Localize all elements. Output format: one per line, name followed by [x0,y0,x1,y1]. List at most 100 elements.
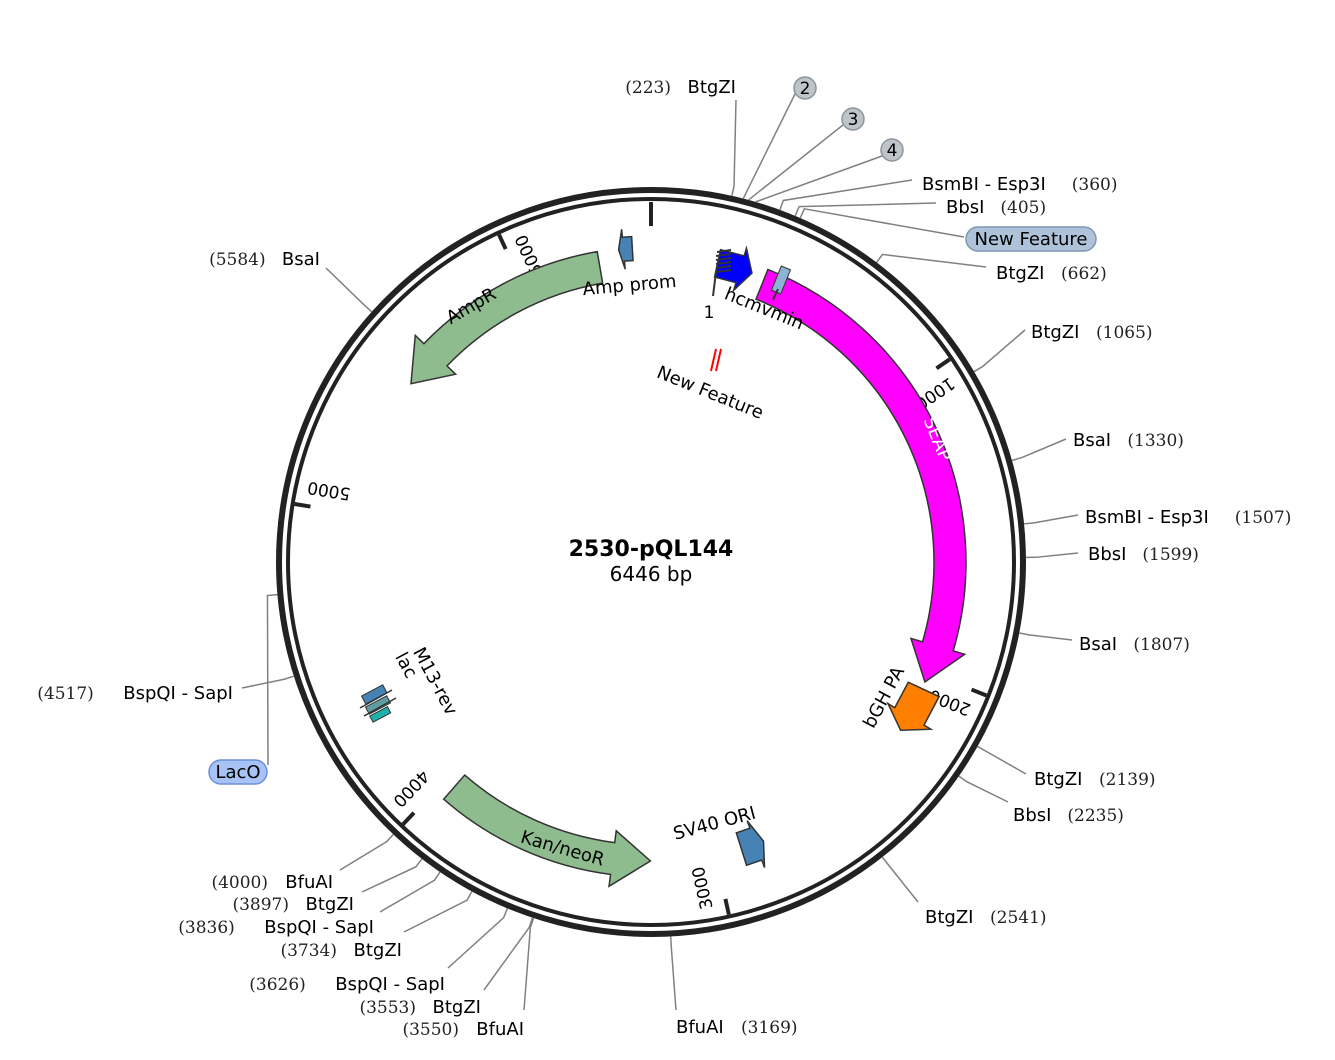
site-name: BsaI [282,249,320,270]
cluster-count: 2 [800,79,811,99]
lac-feature [364,695,392,715]
site-btgzi[interactable]: BtgZI(3734) [280,940,402,961]
plasmid-length: 6446 bp [610,562,693,586]
backbone [276,187,1026,937]
cluster-circle [841,107,865,131]
cluster-leader [742,93,796,199]
site-position: (3836) [178,918,235,938]
site-position: (360) [1072,175,1118,195]
site-name: BsaI [1073,430,1111,451]
site-position: (1599) [1142,545,1199,565]
site-btgzi[interactable]: BtgZI(1065) [1031,322,1153,343]
leader-line [973,329,1026,373]
tick-2000 [970,687,988,698]
site-bsmbi-esp3i[interactable]: BsmBI - Esp3I (360) [922,174,1118,195]
site-position: (4000) [211,873,268,893]
site-bspqi-sapi[interactable]: BspQI - SapI(3836) [178,917,374,938]
site-name: BtgZI [354,940,402,961]
cluster-badge-3[interactable]: 3 [841,107,865,131]
site-btgzi[interactable]: BtgZI (2139) [1034,769,1156,790]
lac-operon-features [359,684,397,723]
seap-start-tick [772,288,779,301]
cluster-leader [755,155,883,203]
hcmv-stripes [715,249,732,273]
origin-one-tick [712,271,717,297]
site-name: BtgZI [1034,769,1082,790]
ampprom-feature [617,229,634,270]
site-position: (405) [1000,198,1046,218]
site-bsai[interactable]: BsaI (5584) [209,249,320,270]
leader-line [361,858,423,893]
leader-line [731,99,737,196]
site-bspqi-sapi[interactable]: BspQI - SapI (3626) [249,974,445,995]
new-feature-marker [710,348,722,372]
site-position: (1330) [1127,431,1184,451]
sv40-feature [735,820,766,868]
site-bbsi[interactable]: BbsI(405) [946,197,1046,218]
site-position: (3626) [249,975,306,995]
site-leaders [241,99,1079,1011]
site-position: (1507) [1235,508,1292,528]
cluster-badge-2[interactable]: 2 [793,76,817,100]
site-position: (1065) [1096,323,1153,343]
site-name: BspQI - SapI [123,683,233,704]
tick-label-3000: 3000 [689,865,718,912]
cluster-badge-4[interactable]: 4 [880,138,904,162]
site-position: (4517) [37,684,94,704]
laco-badge[interactable]: LacO [208,759,268,785]
site-position: (2541) [990,908,1047,928]
tick-label-5000: 5000 [306,477,352,504]
site-name: BtgZI [688,77,736,98]
site-bbsi[interactable]: BbsI (1599) [1088,544,1199,565]
backbone-outer-ring [276,187,1026,937]
site-position: (223) [625,78,671,98]
leader-line [241,675,295,689]
leader-line [483,917,534,991]
site-position: (1807) [1133,635,1190,655]
tick-4000 [401,811,416,826]
site-name: BtgZI [433,997,481,1018]
site-name: BtgZI [306,894,354,915]
leader-line [266,593,278,766]
site-bspqi-sapi[interactable]: BspQI - SapI (4517) [37,683,233,704]
tick-label-4000: 4000 [389,766,433,811]
site-bfuai[interactable]: BfuAI (4000) [211,872,333,893]
site-position: (2139) [1099,770,1156,790]
leader-line [669,936,677,1011]
leader-line [325,267,373,313]
site-position: (3897) [232,895,289,915]
badge-label: New Feature [974,229,1087,250]
site-btgzi[interactable]: BtgZI (223) [625,77,736,98]
site-name: BsaI [1079,634,1117,655]
site-name: BspQI - SapI [335,974,445,995]
site-bfuai[interactable]: BfuAI(3169) [676,1017,798,1038]
restriction-sites: BtgZI(223)BsmBI - Esp3I(360)BbsI(405)New… [37,77,1291,1040]
tick-6000 [497,233,508,250]
site-bbsi[interactable]: BbsI(2235) [1013,805,1124,826]
site-name: BfuAI [285,872,333,893]
new-feature-badge[interactable]: New Feature [965,226,1097,252]
site-position: (662) [1061,264,1107,284]
leader-line [1023,514,1079,525]
site-name: BsmBI - Esp3I [922,174,1046,195]
site-bsai[interactable]: BsaI (1330) [1073,430,1184,451]
site-btgzi[interactable]: BtgZI(3553) [359,997,481,1018]
site-bsai[interactable]: BsaI (1807) [1079,634,1190,655]
site-name: BsmBI - Esp3I [1085,507,1209,528]
site-bsmbi-esp3i[interactable]: BsmBI - Esp3I (1507) [1085,507,1291,528]
cluster-circle [793,76,817,100]
site-btgzi[interactable]: BtgZI(2541) [925,907,1047,928]
site-name: BfuAI [476,1019,524,1040]
seap-feature [755,268,967,684]
site-position: (2235) [1067,806,1124,826]
cluster-leader [748,124,844,201]
site-bfuai[interactable]: BfuAI(3550) [402,1019,524,1040]
site-btgzi[interactable]: BtgZI (3897) [232,894,354,915]
site-btgzi[interactable]: BtgZI(662) [996,263,1107,284]
site-position: (5584) [209,250,266,270]
site-position: (3169) [741,1018,798,1038]
laco-feature [369,705,392,723]
site-name: BbsI [1088,544,1126,565]
tick-3000 [723,898,731,915]
plasmid-name: 2530-pQL144 [569,537,734,562]
